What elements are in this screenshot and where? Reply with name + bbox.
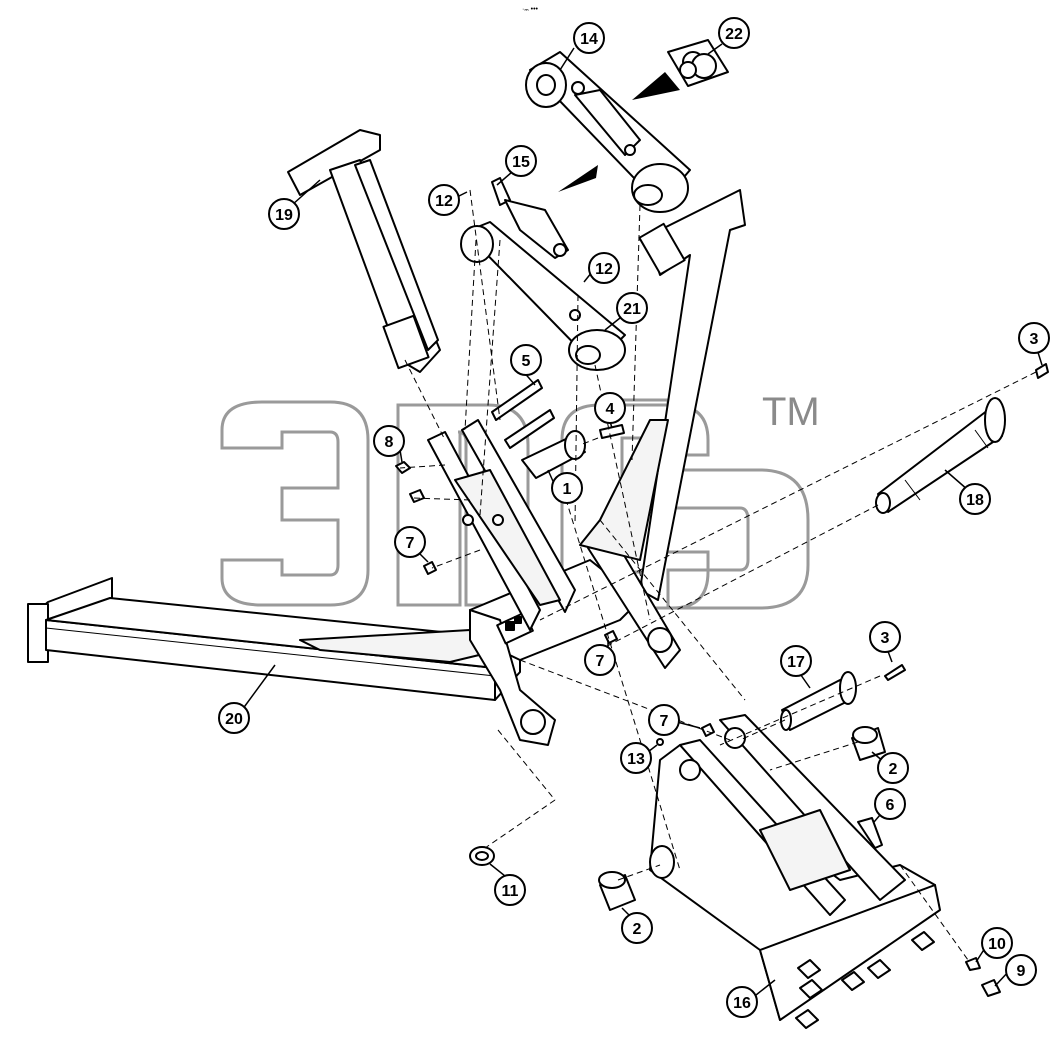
direction-arrow-upper xyxy=(632,72,680,100)
svg-text:14: 14 xyxy=(580,31,598,48)
callout-16 xyxy=(726,986,758,1018)
part-15-fitting xyxy=(491,177,569,259)
callout-12a xyxy=(428,184,460,216)
parts-10-9-nuts xyxy=(965,957,1001,997)
right-tall-arm xyxy=(579,189,746,669)
svg-text:2: 2 xyxy=(889,761,898,778)
callout-2b xyxy=(621,912,653,944)
svg-text:4: 4 xyxy=(606,401,615,418)
part-22-seal-kit xyxy=(667,39,729,87)
part-2-bushing-upper xyxy=(851,726,886,761)
svg-text:7: 7 xyxy=(406,535,415,552)
svg-text:6: 6 xyxy=(886,797,895,814)
direction-arrow-middle xyxy=(558,165,598,192)
part-1-bushing xyxy=(521,430,586,479)
callout-5 xyxy=(510,344,542,376)
part-14-cylinder xyxy=(525,51,691,213)
part-18-pin xyxy=(875,397,1006,514)
callout-14 xyxy=(573,22,605,54)
callout-8 xyxy=(373,425,405,457)
svg-text:21: 21 xyxy=(623,301,641,318)
callout-7a xyxy=(394,526,426,558)
svg-text:3: 3 xyxy=(1030,331,1039,348)
watermark-tm: TM xyxy=(762,390,820,434)
svg-text:20: 20 xyxy=(225,711,243,728)
svg-text:15: 15 xyxy=(512,154,530,171)
svg-text:18: 18 xyxy=(966,492,984,509)
part-20-beam xyxy=(27,577,521,701)
svg-text:17: 17 xyxy=(787,654,805,671)
callout-6 xyxy=(874,788,906,820)
callout-9 xyxy=(1005,954,1037,986)
header-mark: ·ₘ ••• xyxy=(522,6,539,13)
svg-text:7: 7 xyxy=(596,653,605,670)
part-17-pin xyxy=(780,671,857,731)
svg-text:12: 12 xyxy=(435,193,453,210)
svg-text:19: 19 xyxy=(275,207,293,224)
callout-3a xyxy=(1018,322,1050,354)
svg-text:2: 2 xyxy=(633,921,642,938)
callout-bubbles xyxy=(218,17,1050,1018)
callout-20 xyxy=(218,702,250,734)
callout-19 xyxy=(268,198,300,230)
callout-17 xyxy=(780,645,812,677)
callout-22 xyxy=(718,17,750,49)
svg-text:22: 22 xyxy=(725,26,743,43)
callout-21 xyxy=(616,292,648,324)
callout-1 xyxy=(551,472,583,504)
callout-7c xyxy=(648,704,680,736)
nuts-left xyxy=(395,461,437,575)
svg-text:7: 7 xyxy=(660,713,669,730)
svg-text:11: 11 xyxy=(502,883,519,900)
callout-10 xyxy=(981,927,1013,959)
svg-text:3: 3 xyxy=(881,630,890,647)
callout-7b xyxy=(584,644,616,676)
svg-text:13: 13 xyxy=(627,751,645,768)
callout-15 xyxy=(505,145,537,177)
part-16-bracket xyxy=(649,714,941,1029)
callout-18 xyxy=(959,483,991,515)
svg-text:10: 10 xyxy=(988,936,1006,953)
part-2-bushing-lower xyxy=(598,871,636,911)
callout-4 xyxy=(594,392,626,424)
pins-set xyxy=(491,379,625,449)
part-19-brace xyxy=(287,129,441,373)
svg-text:8: 8 xyxy=(385,434,394,451)
callout-3b xyxy=(869,621,901,653)
part-3-bolts xyxy=(884,363,1049,681)
callout-13 xyxy=(620,742,652,774)
svg-text:16: 16 xyxy=(733,995,751,1012)
callout-2a xyxy=(877,752,909,784)
svg-text:12: 12 xyxy=(595,261,613,278)
callout-labels: 14 22 15 19 12 12 21 5 4 8 1 7 3 18 20 7… xyxy=(225,26,1038,1012)
part-6-bolt xyxy=(857,817,883,849)
callout-12b xyxy=(588,252,620,284)
svg-text:1: 1 xyxy=(563,481,572,498)
callout-11 xyxy=(494,874,526,906)
svg-text:9: 9 xyxy=(1017,963,1026,980)
part-11-washer xyxy=(469,846,495,866)
main-frame-plate xyxy=(469,559,641,746)
svg-text:5: 5 xyxy=(522,353,531,370)
